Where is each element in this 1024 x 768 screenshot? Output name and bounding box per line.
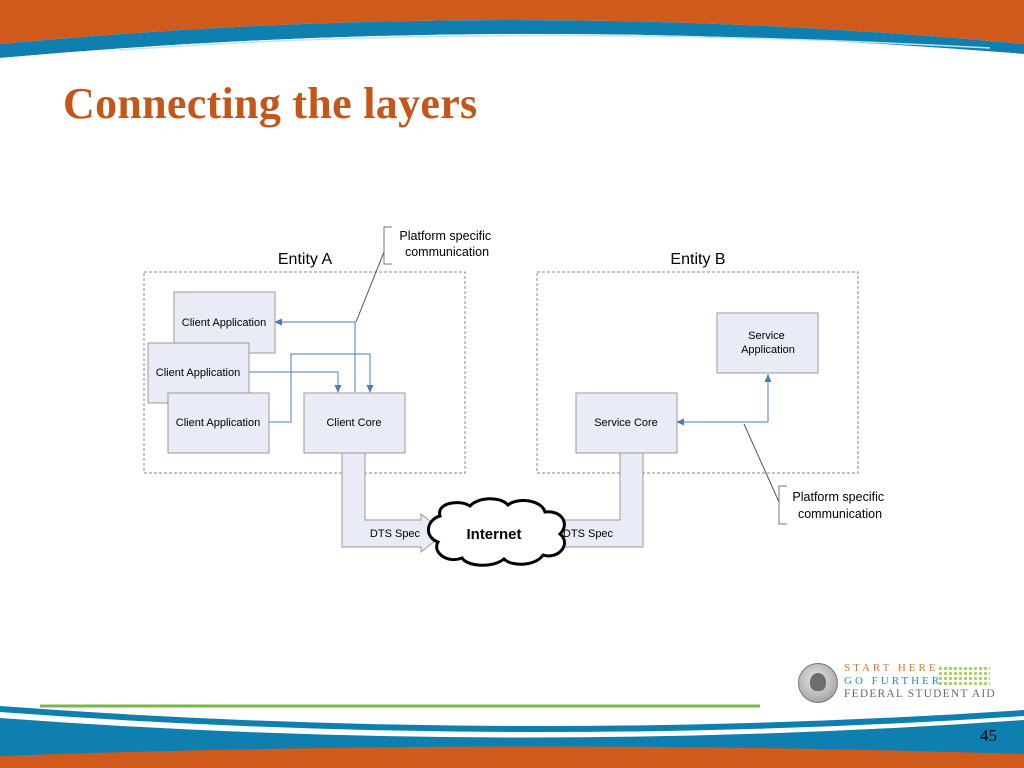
callout-bottom-text: Platform specific communication: [792, 490, 887, 521]
slide-title: Connecting the layers: [63, 79, 478, 128]
entity-a-container: [143, 271, 466, 474]
logo-line-3: FEDERAL STUDENT AID: [844, 688, 996, 700]
logo-dot-pattern: [938, 666, 990, 686]
entity-b-label: Entity B: [670, 251, 725, 268]
logo-line-2: GO FURTHER: [844, 675, 943, 687]
connector-core-to-app1: [274, 318, 356, 392]
dts-spec-right-label: DTS Spec: [563, 528, 614, 540]
client-application-label-1: Client Application: [182, 317, 266, 329]
entity-b-container: [536, 271, 859, 474]
federal-student-aid-logo: START HERE GO FURTHER FEDERAL STUDENT AI…: [798, 660, 998, 706]
client-application-label-2: Client Application: [156, 367, 240, 379]
client-application-box-3: [167, 392, 270, 454]
callout-top-leader: [355, 251, 385, 323]
callout-top-bracket: [383, 226, 392, 265]
education-seal-icon: [798, 663, 838, 703]
entity-a-label: Entity A: [278, 251, 333, 268]
connector-service-core-to-app: [676, 374, 769, 426]
page-number: 45: [980, 726, 997, 745]
client-core-label: Client Core: [326, 417, 381, 429]
service-application-label-line1: Service: [748, 330, 785, 342]
callout-bottom-bracket: [778, 485, 787, 525]
client-application-label-3: Client Application: [176, 417, 260, 429]
internet-cloud: [427, 497, 566, 567]
service-application-label: Service Application: [741, 330, 795, 356]
service-core-box: [575, 392, 678, 454]
service-application-box: [716, 312, 819, 374]
connector-app2-to-core: [249, 371, 342, 393]
callout-top-text: Platform specific communication: [399, 229, 494, 259]
top-banner: [0, 0, 1024, 70]
connector-app3-to-core: [269, 353, 374, 423]
callout-bottom-leader: [743, 423, 780, 503]
service-application-label-line2: Application: [741, 344, 795, 356]
client-core-box: [303, 392, 406, 454]
bottom-banner: [0, 704, 1024, 768]
service-core-label: Service Core: [594, 417, 658, 429]
internet-label: Internet: [466, 526, 521, 543]
dts-spec-left-label: DTS Spec: [370, 528, 421, 540]
logo-line-1: START HERE: [844, 662, 939, 674]
